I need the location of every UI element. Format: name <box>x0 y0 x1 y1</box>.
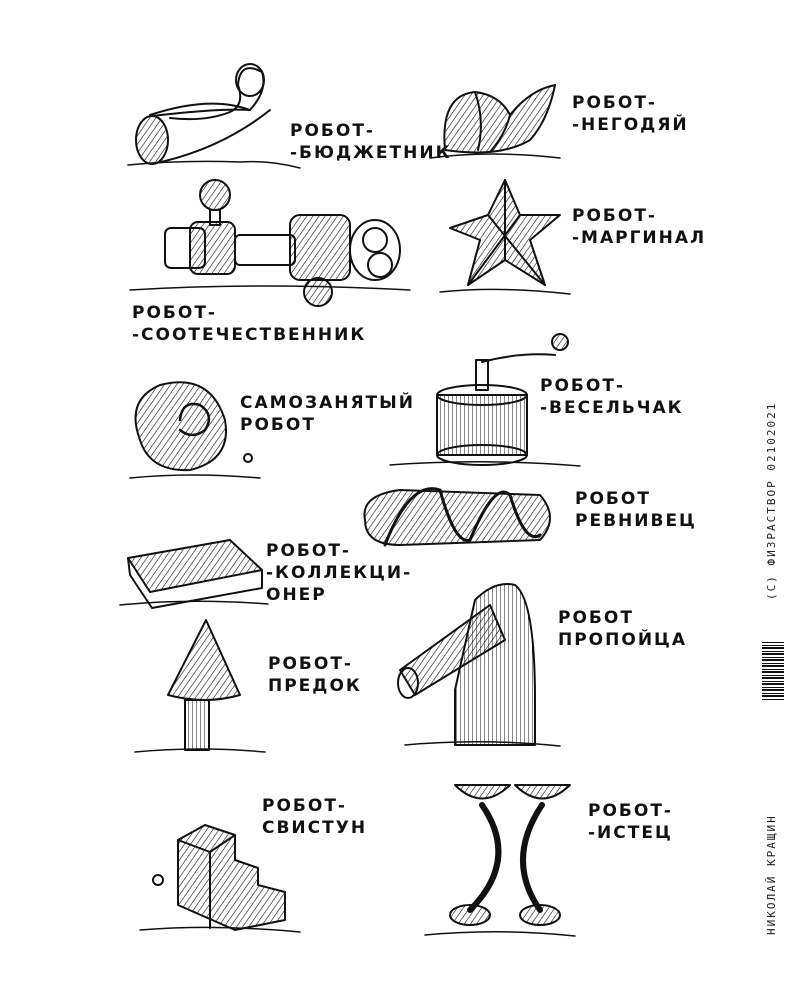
label-line: РЕВНИВЕЦ <box>575 511 697 531</box>
label-drunkard-robot: РОБОТ ПРОПОЙЦА <box>558 607 687 651</box>
label-ancestor-robot: РОБОТ- ПРЕДОК <box>268 653 362 697</box>
label-jolly-robot: РОБОТ- -ВЕСЕЛЬЧАК <box>540 375 684 419</box>
spiral-robot-figure <box>129 381 261 479</box>
label-line: СВИСТУН <box>262 818 368 838</box>
label-line: РОБОТ- <box>588 801 673 821</box>
label-line: РОБОТ- <box>572 206 657 226</box>
label-whistler-robot: РОБОТ- СВИСТУН <box>262 795 367 839</box>
label-line: РОБОТ- <box>572 93 657 113</box>
label-line: САМОЗАНЯТЫЙ <box>240 393 415 413</box>
horn-robot-figure <box>127 63 301 169</box>
label-line: РОБОТ- <box>262 796 347 816</box>
barcode-mark <box>762 642 784 700</box>
label-line: РОБОТ- <box>290 121 375 141</box>
log-robot-figure <box>363 487 551 547</box>
label-line: РОБОТ <box>575 489 651 509</box>
label-line: РОБОТ- <box>132 303 217 323</box>
stairs-robot-figure <box>139 824 301 933</box>
scope-robot-figure <box>397 583 561 747</box>
shell-robot-figure <box>429 84 561 159</box>
label-collector-robot: РОБОТ- -КОЛЛЕКЦИ- ОНЕР <box>266 540 412 606</box>
label-line: -НЕГОДЯЙ <box>572 115 689 135</box>
label-line: РОБОТ- <box>266 541 351 561</box>
label-line: -ИСТЕЦ <box>588 823 673 843</box>
label-line: РОБОТ- <box>268 654 353 674</box>
label-line: -БЮДЖЕТНИК <box>290 143 452 163</box>
grinder-robot-figure <box>389 333 581 467</box>
author-name: НИКОЛАЙ КРАЩИН <box>765 814 778 935</box>
label-scoundrel-robot: РОБОТ- -НЕГОДЯЙ <box>572 92 689 136</box>
label-budget-robot: РОБОТ- -БЮДЖЕТНИК <box>290 120 451 164</box>
planks-robot-figure <box>119 539 269 609</box>
star-robot-figure <box>439 179 571 295</box>
label-line: РОБОТ- <box>540 376 625 396</box>
label-line: ПРОПОЙЦА <box>558 630 687 650</box>
label-line: -КОЛЛЕКЦИ- <box>266 563 413 583</box>
label-jealous-robot: РОБОТ РЕВНИВЕЦ <box>575 488 697 532</box>
bowls-robot-figure <box>424 784 576 937</box>
label-line: -МАРГИНАЛ <box>572 228 707 248</box>
dumbbell-robot-figure <box>129 179 411 307</box>
copyright-text: (C) ФИЗРАСТВОР 02102021 <box>765 401 778 600</box>
label-compatriot-robot: РОБОТ- -СООТЕЧЕСТВЕННИК <box>132 302 366 346</box>
label-selfemployed-robot: САМОЗАНЯТЫЙ РОБОТ <box>240 392 415 436</box>
label-line: ОНЕР <box>266 585 327 605</box>
label-line: РОБОТ <box>240 415 316 435</box>
label-line: ПРЕДОК <box>268 676 362 696</box>
label-marginal-robot: РОБОТ- -МАРГИНАЛ <box>572 205 706 249</box>
label-plaintiff-robot: РОБОТ- -ИСТЕЦ <box>588 800 673 844</box>
label-line: -СООТЕЧЕСТВЕННИК <box>132 325 367 345</box>
label-line: -ВЕСЕЛЬЧАК <box>540 398 684 418</box>
mushroom-robot-figure <box>134 619 266 753</box>
label-line: РОБОТ <box>558 608 634 628</box>
